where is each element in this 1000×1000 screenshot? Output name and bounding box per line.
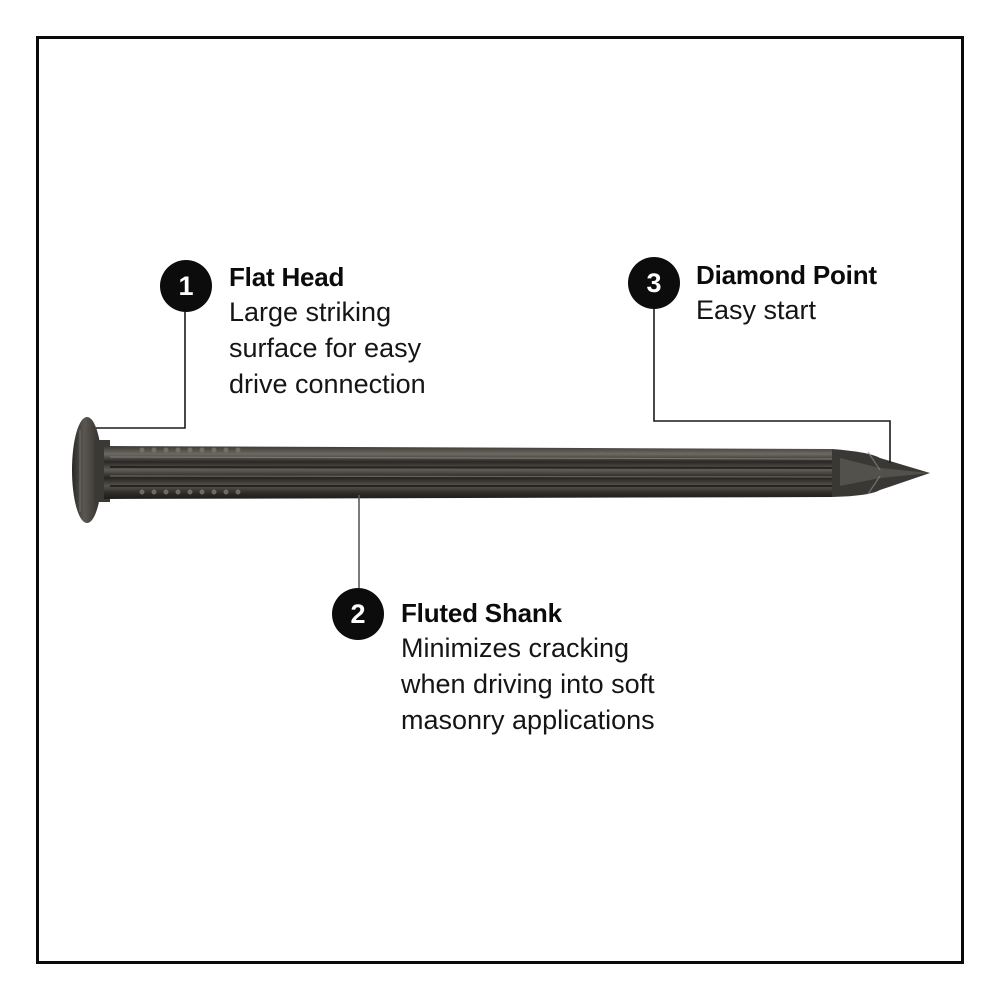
leader-line-3 xyxy=(653,309,891,463)
callout-title-fluted-shank: Fluted Shank xyxy=(401,598,562,628)
image-frame xyxy=(36,36,964,964)
callout-2: Fluted Shank Minimizes cracking when dri… xyxy=(401,596,655,738)
callout-title-flat-head: Flat Head xyxy=(229,262,345,292)
callout-1: Flat Head Large striking surface for eas… xyxy=(229,260,426,402)
callout-badge-3: 3 xyxy=(628,257,680,309)
nail-shank xyxy=(104,446,833,499)
leader-line-1 xyxy=(96,312,186,429)
leader-lines xyxy=(96,309,891,588)
callout-badge-2: 2 xyxy=(332,588,384,640)
callout-title-diamond-point: Diamond Point xyxy=(696,260,877,290)
callout-3: Diamond Point Easy start xyxy=(696,258,877,328)
callout-badge-1: 1 xyxy=(160,260,212,312)
callout-description-flat-head: Large striking surface for easy drive co… xyxy=(229,297,426,399)
callout-description-fluted-shank: Minimizes cracking when driving into sof… xyxy=(401,633,655,735)
callout-description-diamond-point: Easy start xyxy=(696,295,817,325)
nail-diamond-point xyxy=(832,449,930,497)
